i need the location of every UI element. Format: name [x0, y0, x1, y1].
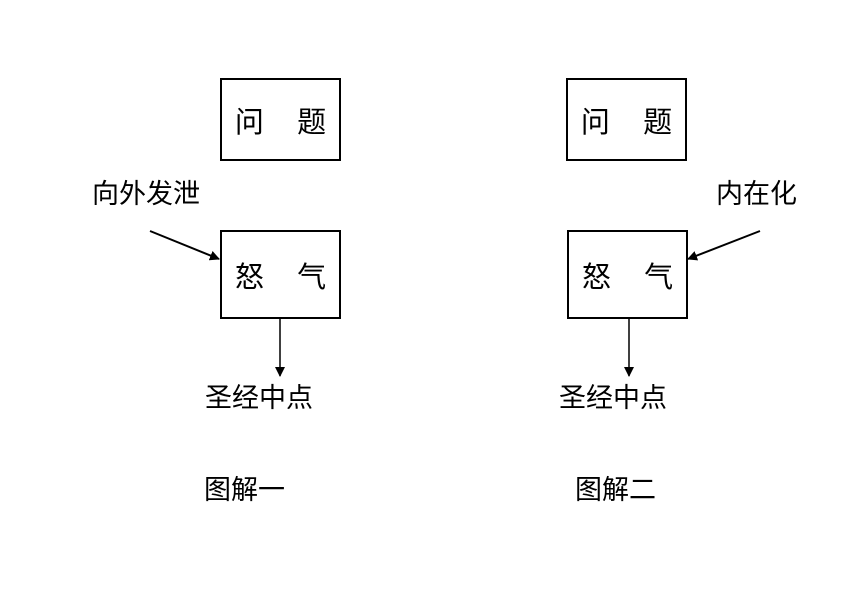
problem-box-one: 问 题: [220, 78, 341, 161]
caption-two: 图解二: [575, 475, 656, 506]
anger-label-one: 怒 气: [234, 259, 339, 294]
result-label-one: 圣经中点: [205, 383, 313, 414]
outward-arrow: [149, 230, 220, 261]
problem-label-one: 问 题: [234, 104, 339, 139]
problem-box-two: 问 题: [566, 78, 687, 161]
result-label-two: 圣经中点: [559, 383, 667, 414]
problem-label-two: 问 题: [580, 104, 685, 139]
anger-box-one: 怒 气: [220, 230, 341, 319]
inward-label: 内在化: [716, 179, 797, 210]
outward-label: 向外发泄: [92, 179, 200, 210]
anger-label-two: 怒 气: [581, 259, 686, 294]
caption-one: 图解一: [204, 475, 285, 506]
anger-box-two: 怒 气: [567, 230, 688, 319]
inward-arrow: [687, 230, 761, 261]
